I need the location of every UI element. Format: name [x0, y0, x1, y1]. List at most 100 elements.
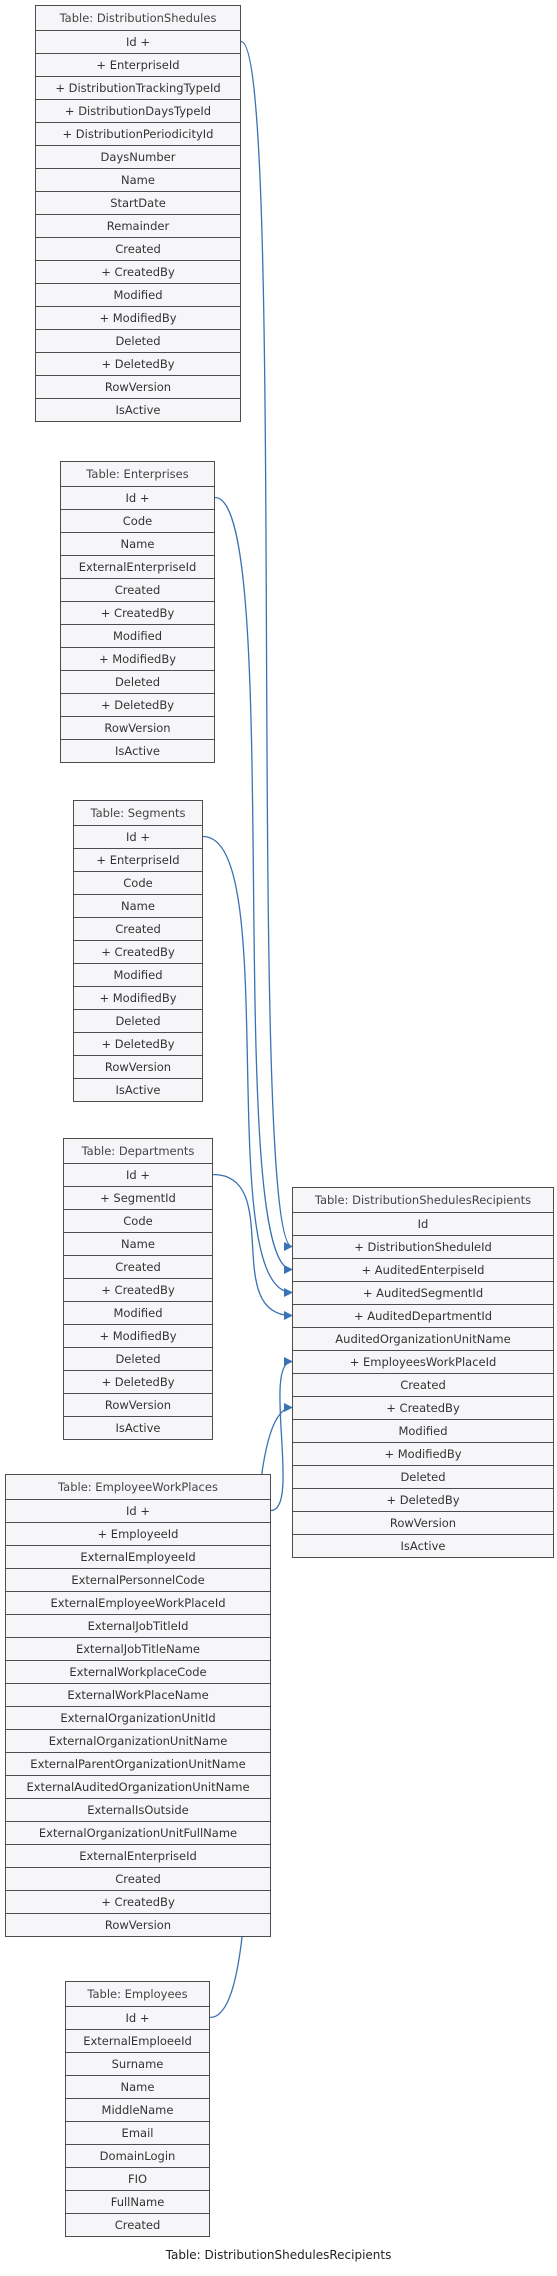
table-title: Table: Segments — [90, 806, 186, 820]
table-title: Table: DistributionShedules — [59, 11, 217, 25]
table-field: Modified — [64, 1301, 212, 1324]
table-distributionshedules: Table: DistributionShedules Id ++ Enterpr… — [35, 5, 241, 422]
table-field: Created — [36, 237, 240, 260]
table-field: AuditedOrganizationUnitName — [293, 1327, 553, 1350]
table-field: Surname — [66, 2052, 209, 2075]
table-field: + EmployeesWorkPlaceId — [293, 1350, 553, 1373]
table-field: + DeletedBy — [61, 693, 214, 716]
table-field: ExternalWorkPlaceName — [6, 1683, 270, 1706]
table-field: + SegmentId — [64, 1186, 212, 1209]
table-field: Modified — [61, 624, 214, 647]
table-title: Table: Departments — [81, 1144, 195, 1158]
relation-link-departments — [212, 1173, 293, 1321]
table-field: Code — [61, 509, 214, 532]
table-field: + DistributionSheduleId — [293, 1235, 553, 1258]
table-title: Table: DistributionShedulesRecipients — [314, 1193, 532, 1207]
table-field: Email — [66, 2121, 209, 2144]
table-field: Modified — [36, 283, 240, 306]
table-field: + CreatedBy — [61, 601, 214, 624]
table-field: + ModifiedBy — [64, 1324, 212, 1347]
table-field: IsActive — [36, 398, 240, 421]
table-field: ExternalJobTitleName — [6, 1637, 270, 1660]
table-field: + AuditedEnterpiseId — [293, 1258, 553, 1281]
table-field: Name — [36, 168, 240, 191]
table-field: + AuditedSegmentId — [293, 1281, 553, 1304]
table-field: ExternalOrganizationUnitName — [6, 1729, 270, 1752]
table-field: ExternalParentOrganizationUnitName — [6, 1752, 270, 1775]
table-field: RowVersion — [36, 375, 240, 398]
table-field: DomainLogin — [66, 2144, 209, 2167]
table-field: Modified — [74, 963, 202, 986]
table-field: Id + — [36, 30, 240, 53]
table-field: Remainder — [36, 214, 240, 237]
table-field: Created — [61, 578, 214, 601]
table-field: + CreatedBy — [36, 260, 240, 283]
table-field: + DistributionDaysTypeId — [36, 99, 240, 122]
table-title: Table: Employees — [87, 1987, 188, 2001]
diagram-caption: Table: DistributionShedulesRecipients — [165, 2248, 392, 2262]
table-field: Name — [66, 2075, 209, 2098]
table-field: + DistributionTrackingTypeId — [36, 76, 240, 99]
table-field: Code — [64, 1209, 212, 1232]
table-field: Id — [293, 1212, 553, 1235]
table-field: RowVersion — [6, 1913, 270, 1936]
table-field: Created — [74, 917, 202, 940]
table-field: + ModifiedBy — [74, 986, 202, 1009]
table-field: FIO — [66, 2167, 209, 2190]
table-field: Created — [64, 1255, 212, 1278]
table-field: ExternalEnterpriseId — [61, 555, 214, 578]
table-field: MiddleName — [66, 2098, 209, 2121]
table-field: Id + — [61, 486, 214, 509]
table-field: + DeletedBy — [64, 1370, 212, 1393]
table-field: + EnterpriseId — [36, 53, 240, 76]
table-field: + ModifiedBy — [61, 647, 214, 670]
table-field: Deleted — [64, 1347, 212, 1370]
table-field: Name — [74, 894, 202, 917]
table-field: + ModifiedBy — [293, 1442, 553, 1465]
table-field: + CreatedBy — [293, 1396, 553, 1419]
table-field: ExternalIsOutside — [6, 1798, 270, 1821]
table-field: RowVersion — [293, 1511, 553, 1534]
table-field: + AuditedDepartmentId — [293, 1304, 553, 1327]
table-field: ExternalEmployeeId — [6, 1545, 270, 1568]
table-field: DaysNumber — [36, 145, 240, 168]
table-field: Id + — [64, 1163, 212, 1186]
table-field: ExternalOrganizationUnitFullName — [6, 1821, 270, 1844]
table-field: RowVersion — [64, 1393, 212, 1416]
table-field: ExternalEnterpriseId — [6, 1844, 270, 1867]
table-field: + DistributionPeriodicityId — [36, 122, 240, 145]
table-field: Created — [6, 1867, 270, 1890]
table-field: Code — [74, 871, 202, 894]
relation-link-distributionshedules — [240, 40, 293, 1251]
table-field: ExternalPersonnelCode — [6, 1568, 270, 1591]
table-field: Deleted — [74, 1009, 202, 1032]
relation-link-enterprises — [214, 496, 293, 1274]
table-field: + CreatedBy — [6, 1890, 270, 1913]
table-field: FullName — [66, 2190, 209, 2213]
table-field: ExternalAuditedOrganizationUnitName — [6, 1775, 270, 1798]
relation-link-employeeworkplaces — [270, 1356, 293, 1512]
table-title: Table: Enterprises — [86, 467, 189, 481]
table-field: IsActive — [64, 1416, 212, 1439]
table-field: IsActive — [293, 1534, 553, 1557]
table-field: RowVersion — [74, 1055, 202, 1078]
table-field: Modified — [293, 1419, 553, 1442]
table-field: Created — [293, 1373, 553, 1396]
table-field: RowVersion — [61, 716, 214, 739]
table-field: Name — [61, 532, 214, 555]
table-field: Deleted — [36, 329, 240, 352]
table-field: + ModifiedBy — [36, 306, 240, 329]
table-field: + DeletedBy — [293, 1488, 553, 1511]
table-field: + DeletedBy — [36, 352, 240, 375]
table-field: + CreatedBy — [74, 940, 202, 963]
table-field: + CreatedBy — [64, 1278, 212, 1301]
table-field: ExternalJobTitleId — [6, 1614, 270, 1637]
table-field: Deleted — [293, 1465, 553, 1488]
table-field: + EmployeeId — [6, 1522, 270, 1545]
table-field: + EnterpriseId — [74, 848, 202, 871]
